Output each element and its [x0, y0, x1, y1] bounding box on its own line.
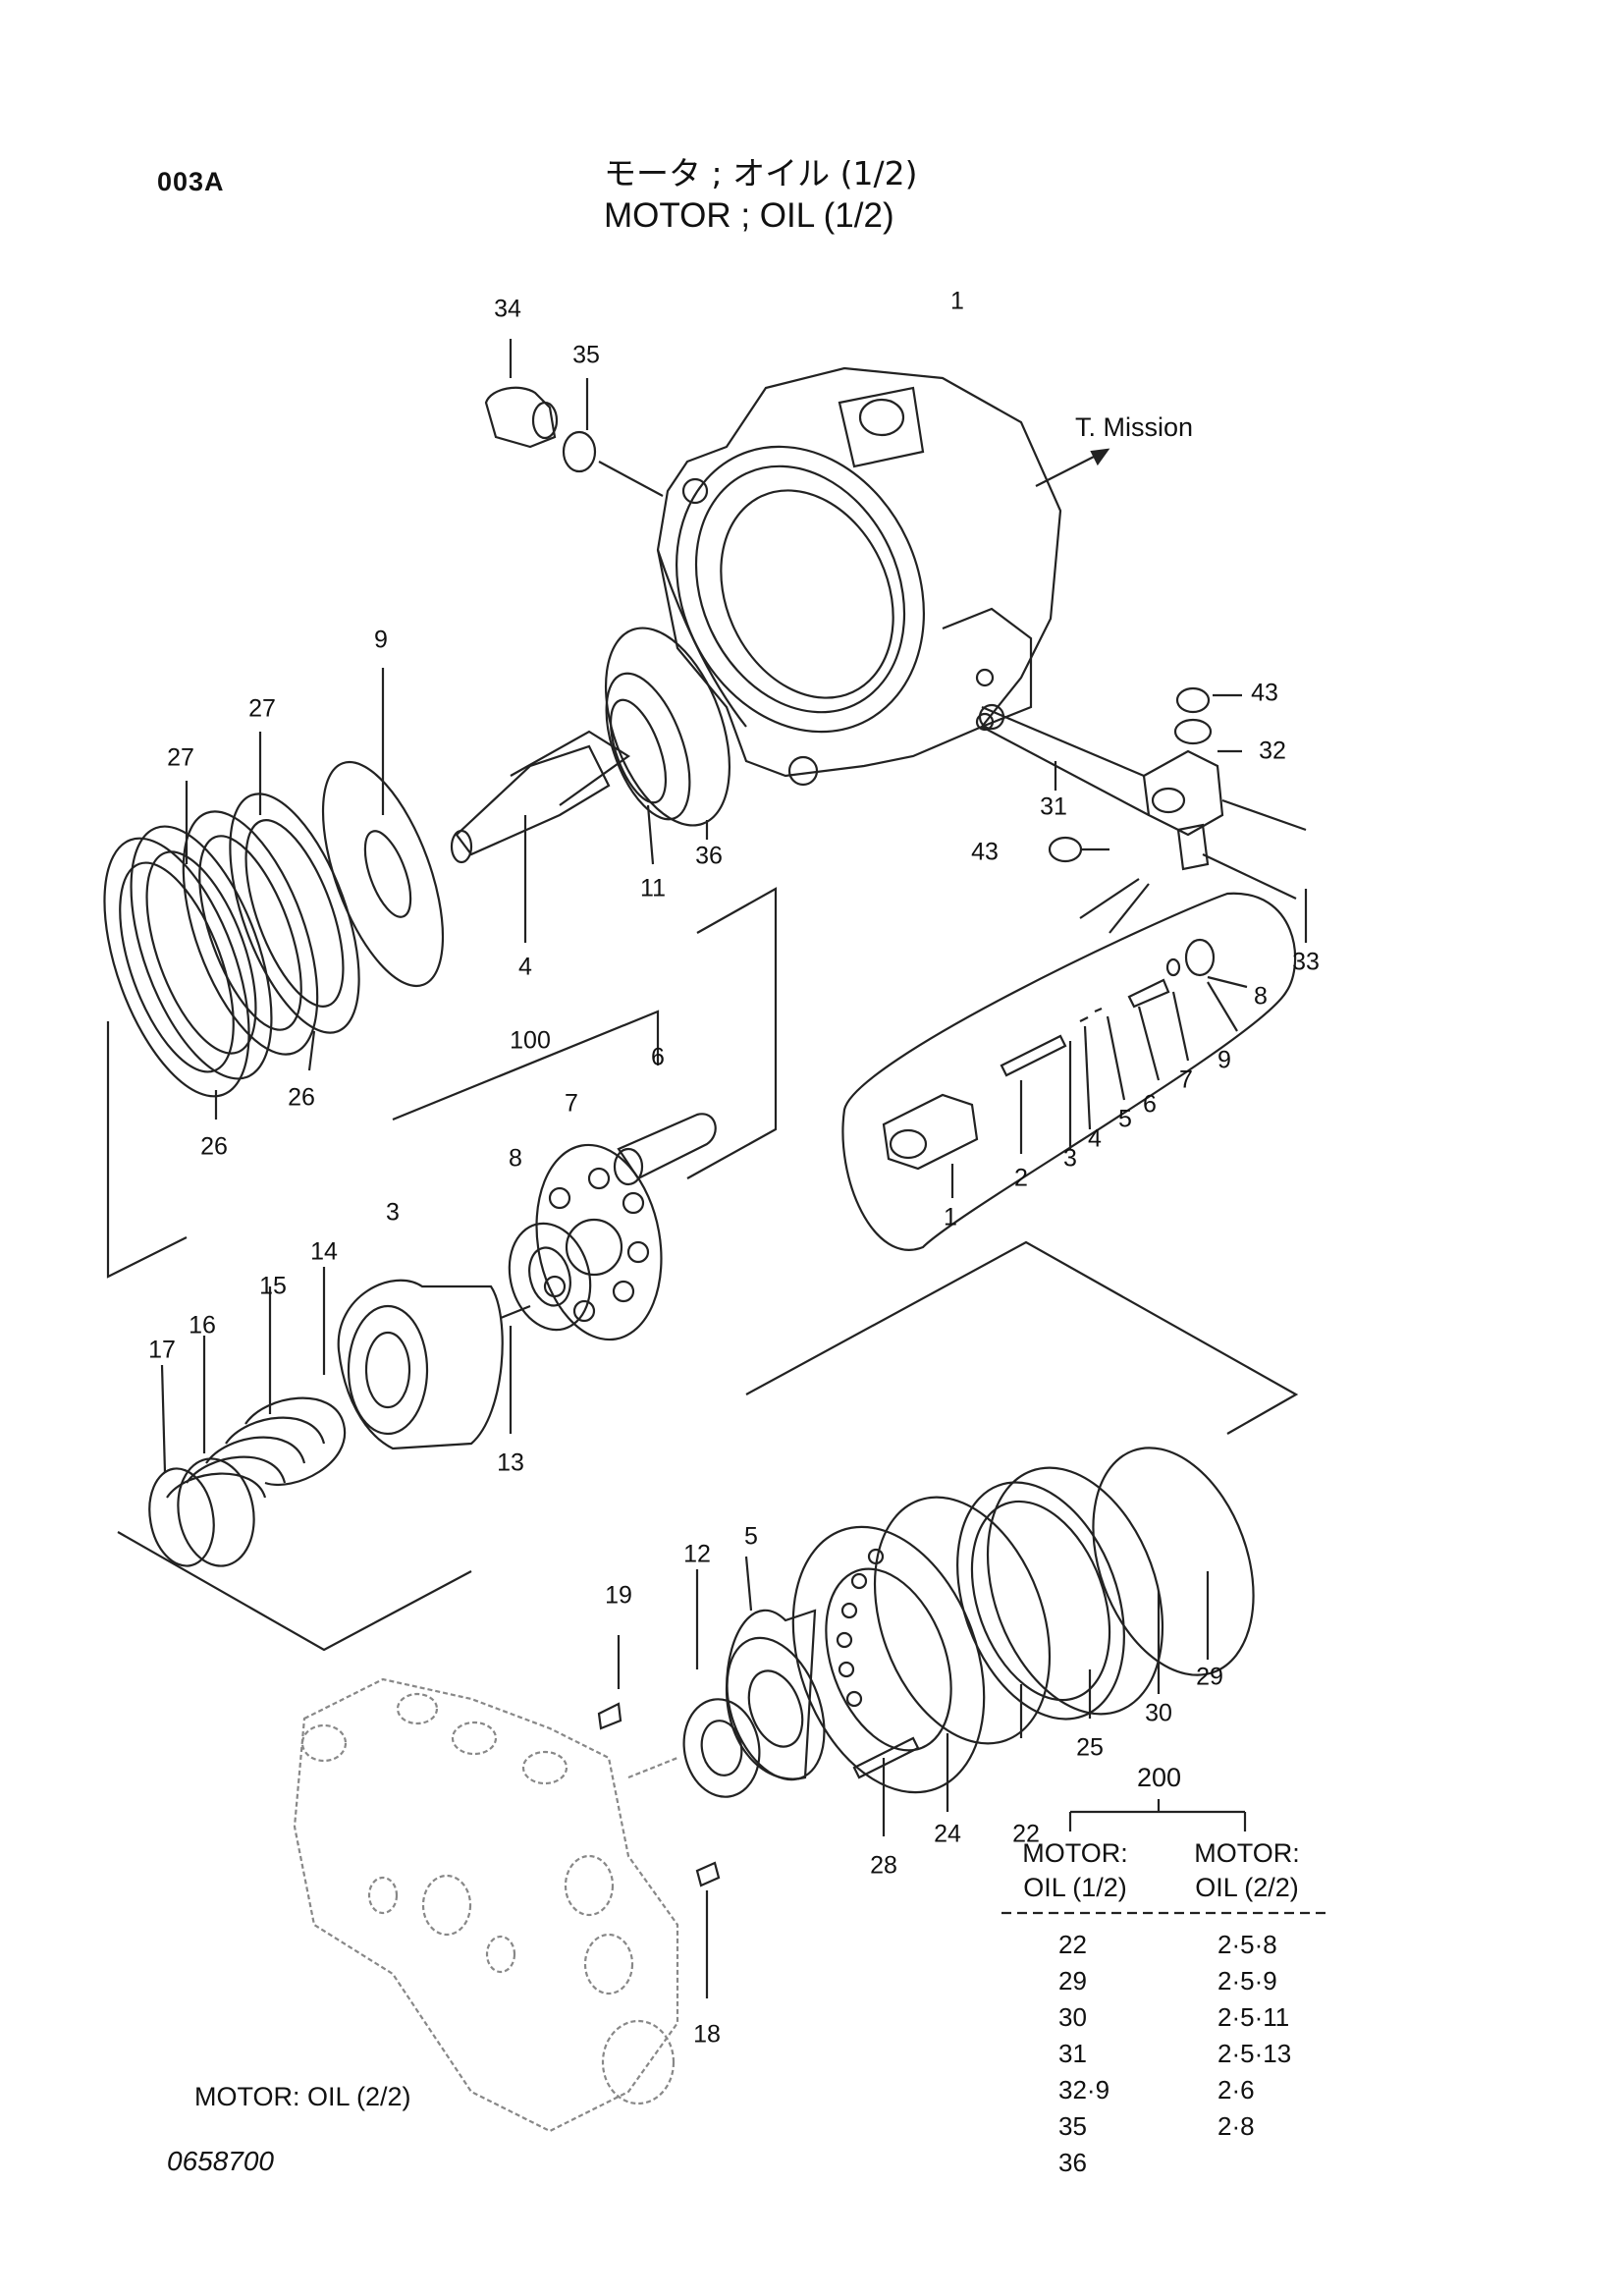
callout-label: 16: [189, 1311, 216, 1339]
callout-label: 35: [572, 341, 600, 369]
callout-label: 18: [693, 2020, 721, 2049]
kit-number: 200: [1137, 1763, 1182, 1792]
callout-label: 24: [934, 1820, 961, 1848]
kit-table-cell: 2·5·9: [1217, 1966, 1277, 1995]
callout-label: 27: [248, 694, 276, 723]
page-title-english: MOTOR ; OIL (1/2): [604, 196, 894, 235]
kit-table-cell: 22: [1058, 1930, 1087, 1959]
callout-label: 11: [640, 874, 666, 902]
page-title-japanese: モータ ; オイル (1/2): [604, 154, 918, 192]
callout-label: 4: [518, 953, 532, 981]
friction-plates-parts: [103, 668, 778, 1279]
kit-table-cell: 29: [1058, 1966, 1087, 1995]
assembly-100-bracket: [392, 1010, 660, 1121]
kit-table-cell: 36: [1058, 2148, 1087, 2177]
callout-label: 7: [1179, 1066, 1193, 1094]
callout-label: 43: [971, 838, 999, 866]
kit-table-cell: 2·6: [1217, 2075, 1255, 2105]
kit-table-cell: 2·5·11: [1217, 2002, 1290, 2032]
callout-label: 6: [651, 1043, 665, 1071]
callout-label: 8: [509, 1144, 522, 1173]
callout-label: 17: [148, 1336, 176, 1364]
callout-label: 8: [1254, 982, 1268, 1011]
callout-label: 33: [1292, 948, 1320, 976]
callout-label: 34: [494, 295, 521, 323]
callout-label: 43: [1251, 679, 1278, 707]
callout-label: 15: [259, 1272, 287, 1300]
callout-label: 1: [950, 287, 964, 315]
callout-label: 9: [374, 626, 388, 654]
callout-label: 36: [695, 842, 723, 870]
callout-label: 28: [870, 1851, 897, 1880]
transmission-label: T. Mission: [1075, 412, 1194, 442]
kit-column-header-2: MOTOR: OIL (2/2): [1194, 1838, 1300, 1902]
shaft-bearing-ring-parts: [450, 627, 731, 943]
kit-table-cell: 31: [1058, 2039, 1087, 2068]
callout-label: 22: [1012, 1820, 1040, 1848]
callout-label: 26: [200, 1132, 228, 1161]
kit-table-cell: 2·5·13: [1217, 2039, 1292, 2068]
plug-and-oring-parts: [484, 339, 664, 497]
callout-label: 6: [1143, 1090, 1157, 1119]
callout-label: 3: [1063, 1144, 1077, 1173]
kit-table-cell: 2·8: [1217, 2111, 1255, 2141]
kit-column-header-1: MOTOR: OIL (1/2): [1022, 1838, 1128, 1902]
kit-table-cell: 32·9: [1058, 2075, 1110, 2105]
callout-label: 32: [1259, 737, 1286, 765]
callout-label: 25: [1076, 1733, 1104, 1762]
kit-table-cell: 30: [1058, 2002, 1087, 2032]
valve-assembly-parts: [745, 686, 1308, 1435]
kit-table-bracket: [1001, 1799, 1330, 1915]
kit-table-cell: 35: [1058, 2111, 1087, 2141]
callout-label: 30: [1145, 1699, 1172, 1727]
callout-label: 13: [497, 1449, 524, 1477]
callout-label: 5: [1118, 1105, 1132, 1133]
callout-label: 4: [1088, 1124, 1102, 1153]
callout-label: 14: [310, 1237, 338, 1266]
lower-housing-part: [293, 1677, 679, 2133]
callout-label: 5: [744, 1522, 758, 1551]
callout-label: 1: [944, 1203, 957, 1231]
callout-label: 27: [167, 743, 194, 772]
valve-plate-and-seal-parts: [597, 1447, 1255, 1998]
lower-housing-label: MOTOR: OIL (2/2): [194, 2082, 411, 2111]
callout-label: 3: [386, 1198, 400, 1227]
callout-label: 7: [565, 1089, 578, 1118]
page-code: 003A: [157, 167, 225, 196]
callout-label: 12: [683, 1540, 711, 1568]
rotary-group-parts: [337, 1113, 717, 1450]
callout-label: 9: [1217, 1046, 1231, 1074]
callout-label: 31: [1040, 793, 1067, 821]
callout-label: 2: [1014, 1164, 1028, 1192]
motor-housing-part: [656, 366, 1062, 787]
callout-label: 19: [605, 1581, 632, 1610]
transmission-arrow: [1035, 448, 1110, 487]
callout-label: 29: [1196, 1663, 1223, 1691]
callout-label: 100: [510, 1026, 551, 1055]
document-id: 0658700: [167, 2146, 275, 2176]
kit-table-cell: 2·5·8: [1217, 1930, 1277, 1959]
spring-stack-parts: [117, 1267, 472, 1652]
callout-label: 26: [288, 1083, 315, 1112]
